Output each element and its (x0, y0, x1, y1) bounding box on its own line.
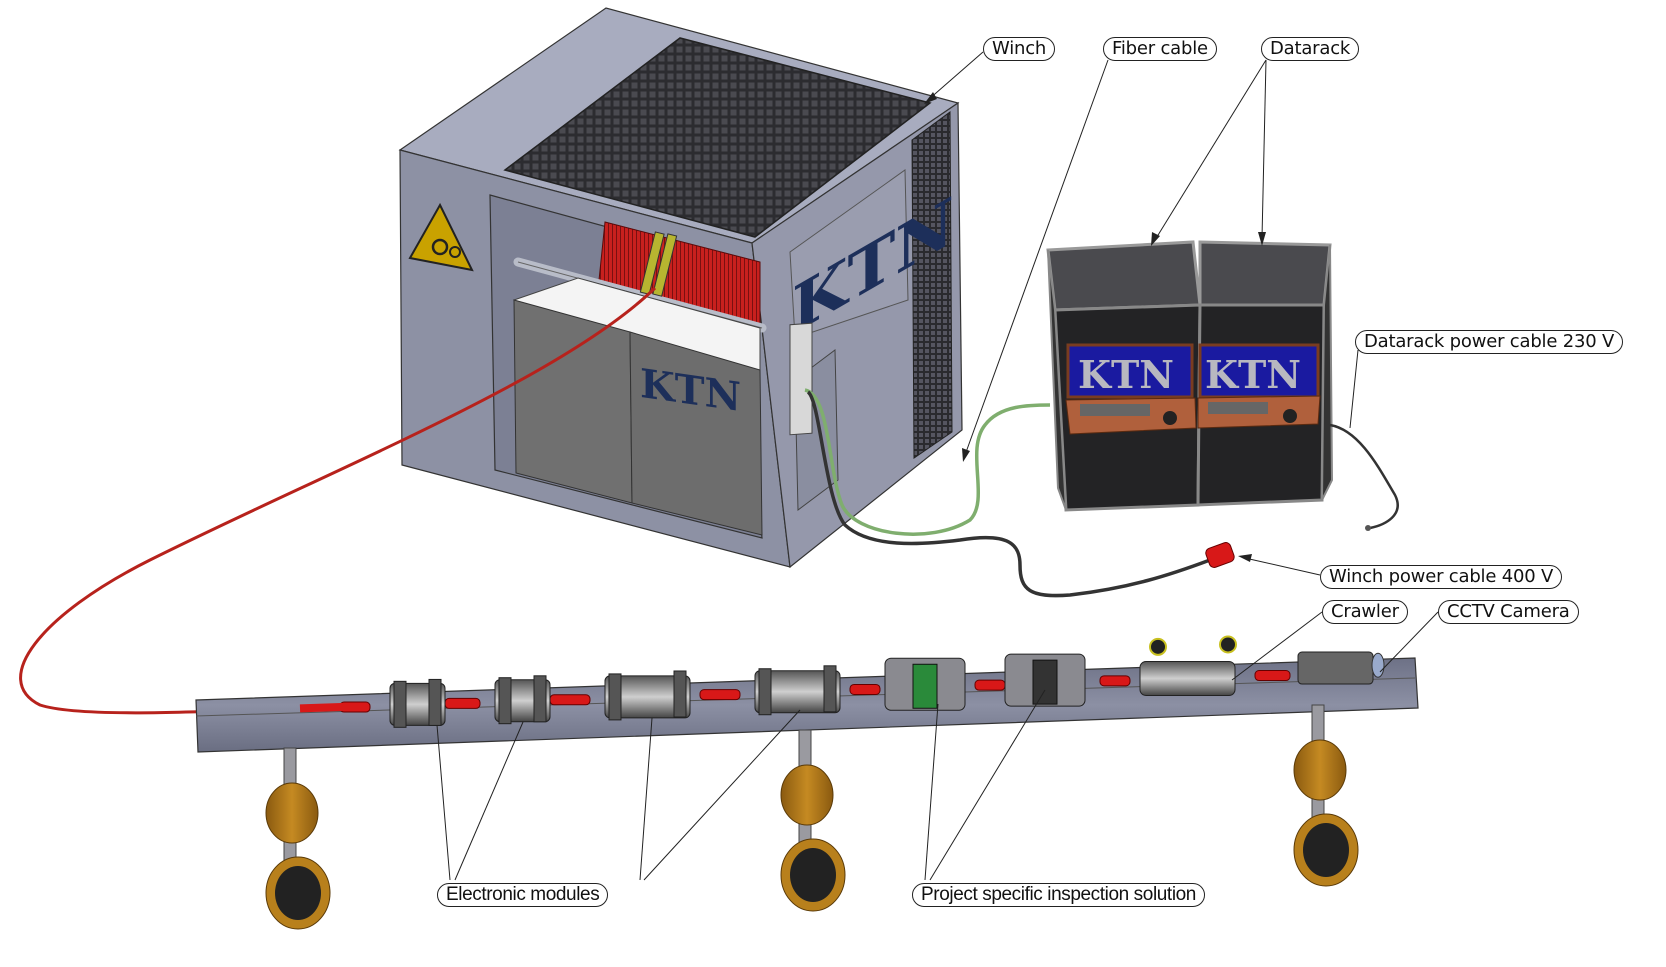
label-datarack: Datarack (1261, 37, 1360, 61)
datarack-right-logo: KTN (1205, 352, 1301, 397)
level-wind-spooler (639, 231, 665, 295)
winch-power-cable (806, 390, 1211, 598)
winch-power-plug (1205, 542, 1235, 568)
winch-cabinet-left (513, 299, 633, 504)
connector-cable (1254, 670, 1291, 682)
winch-top-grille (503, 37, 932, 238)
datarack-power-cable (1329, 423, 1399, 530)
fiber-cable (19, 286, 657, 715)
stand-tire (790, 848, 836, 902)
datarack-left-logo: KTN (1078, 352, 1174, 397)
crawler-wheel (1149, 637, 1167, 656)
winch-side-grille (911, 111, 953, 459)
electronic-module (389, 678, 446, 728)
stand-tire (275, 866, 321, 920)
camera-lens (1371, 652, 1385, 678)
cctv-camera (1297, 651, 1385, 685)
support-stand (265, 747, 331, 930)
datarack-right: KTN (1196, 240, 1334, 507)
datarack-left: KTN (1046, 240, 1202, 512)
leader-lines (436, 51, 1439, 881)
label-winch-power-cable: Winch power cable 400 V (1320, 565, 1563, 589)
electronic-module (494, 675, 551, 725)
winch-unit: KTN KTN (398, 7, 963, 569)
inspection-module (1004, 653, 1086, 707)
label-winch: Winch (983, 37, 1056, 61)
stand-wheel (780, 764, 834, 826)
support-stands (265, 704, 1359, 930)
electronic-module (604, 670, 691, 721)
electronic-module (754, 665, 841, 716)
connector-cable (974, 679, 1006, 691)
label-crawler: Crawler (1322, 600, 1408, 624)
connector-cable (699, 689, 741, 701)
label-electronic-modules: Electronic modules (437, 883, 609, 907)
crawler-body (1139, 635, 1237, 696)
inspection-module (884, 657, 966, 711)
crawler-train (299, 635, 1385, 728)
gear-warning-icon (408, 202, 474, 272)
connector-cable (1099, 675, 1131, 687)
stand-tire (1303, 823, 1349, 877)
label-fiber-cable: Fiber cable (1103, 37, 1217, 61)
label-cctv-camera: CCTV Camera (1438, 600, 1579, 624)
stand-wheel (1293, 739, 1347, 801)
support-stand (1293, 704, 1359, 887)
label-inspection-solution: Project specific inspection solution (912, 883, 1205, 907)
connector-cable (849, 683, 881, 695)
support-stand (780, 729, 846, 912)
cable-termination (299, 702, 346, 713)
connector-cable (549, 694, 591, 706)
datarack-left-screen (1066, 343, 1194, 399)
crawler-wheel (1219, 635, 1237, 654)
datarack-right-screen (1198, 343, 1320, 399)
winch-cabinet-right (629, 331, 763, 536)
connector-cable (444, 697, 481, 709)
stand-wheel (265, 782, 319, 844)
label-datarack-power-cable: Datarack power cable 230 V (1355, 330, 1624, 354)
green-signal-cable (804, 388, 1051, 536)
